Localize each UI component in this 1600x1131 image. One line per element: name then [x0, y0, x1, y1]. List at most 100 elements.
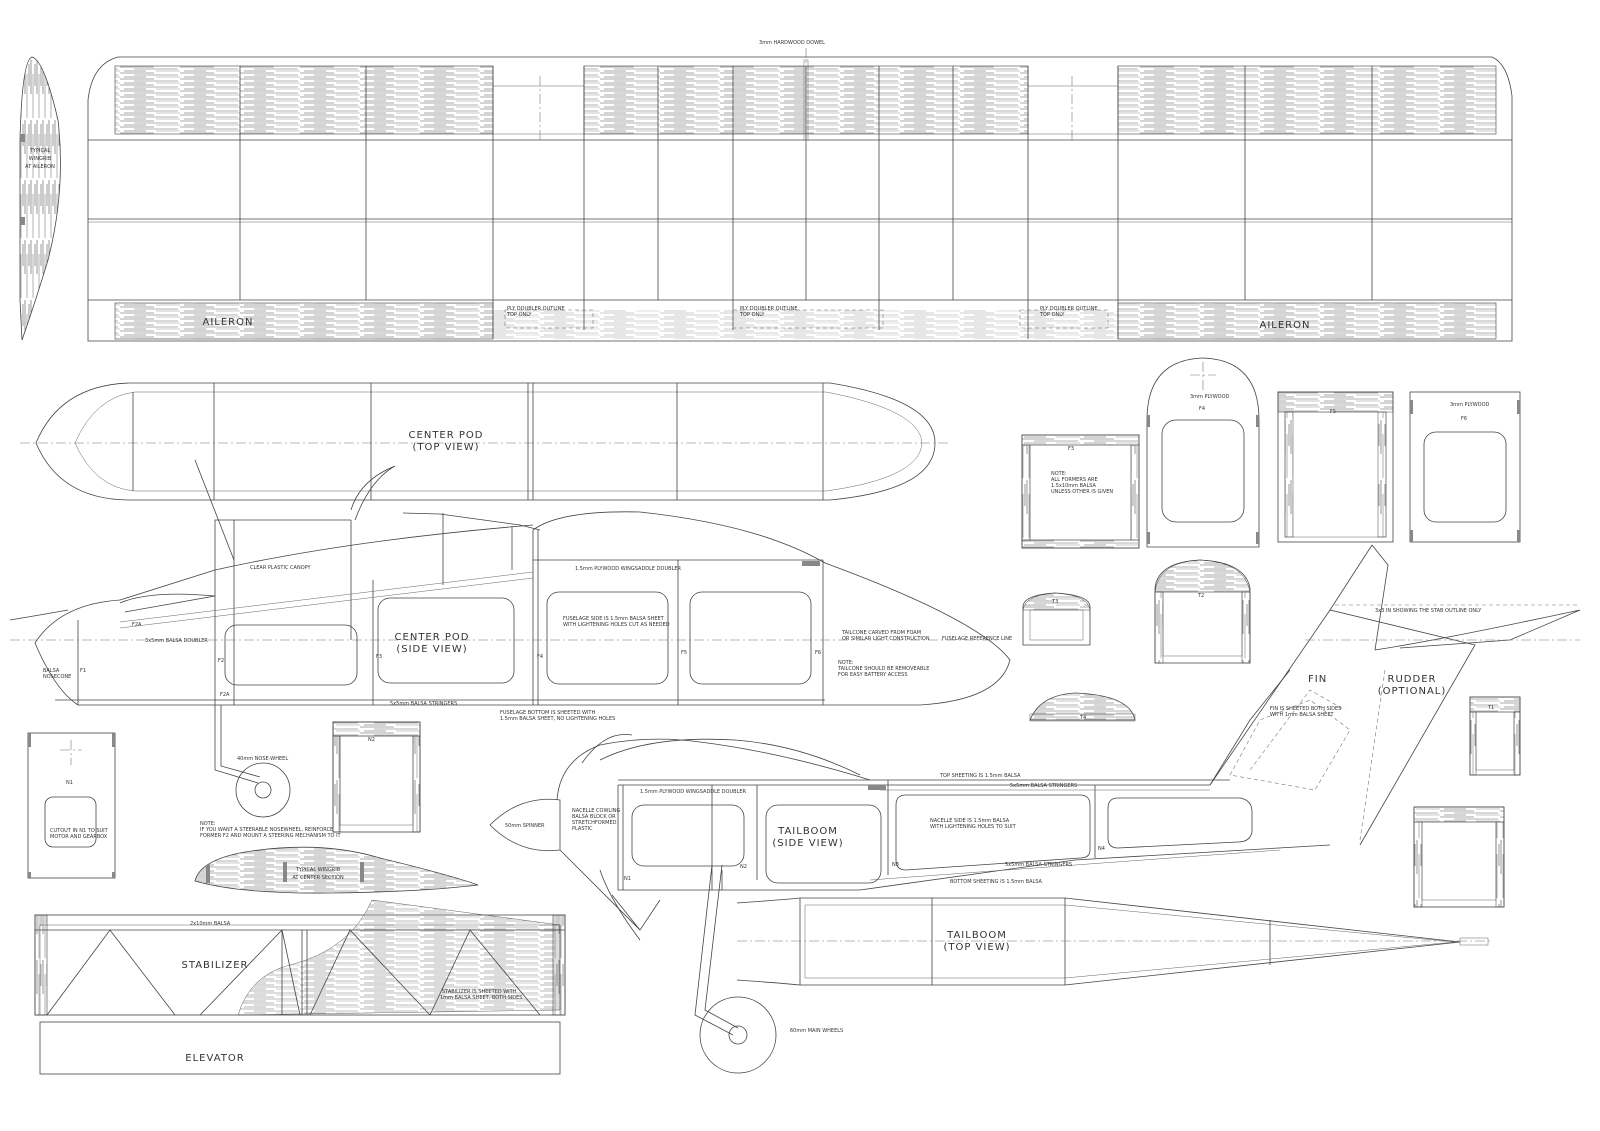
tb-stringer-1: 5x5mm BALSA STRINGERS — [1010, 783, 1077, 789]
stringers-label: 5x5mm BALSA STRINGERS — [390, 701, 457, 707]
nosecone-label-2: NOSECONE — [43, 674, 71, 680]
tailcone-note-2: OR SIMILAR LIGHT CONSTRUCTION — [842, 636, 930, 642]
f5-label: F5 — [1330, 409, 1336, 415]
formers-note-2: ALL FORMERS ARE — [1051, 477, 1098, 483]
tailboom-side-title-1: TAILBOOM — [777, 826, 838, 837]
former-f3: F3 — [376, 654, 382, 660]
tb-stringer-2: 5x5mm BALSA STRINGERS — [1005, 862, 1072, 868]
t2-label: T2 — [1197, 593, 1204, 599]
former-n1: N1 CUTOUT IN N1 TO SUIT MOTOR AND GEARBO… — [27, 732, 116, 879]
nacelle-label-1: NACELLE COWLING — [572, 808, 620, 814]
center-pod-side-view: CLEAR PLASTIC CANOPY 1.5mm PLYWOOD WINGS… — [9, 459, 1012, 722]
tailboom-top-title-2: (TOP VIEW) — [944, 942, 1011, 953]
elevator-label: ELEVATOR — [185, 1053, 244, 1064]
f6-label: F6 — [1461, 416, 1467, 422]
tailboom-side-view: 50mm SPINNER NACELLE COWLING BALSA BLOCK… — [489, 669, 1331, 1074]
aileron-right-label: AILERON — [1260, 320, 1311, 331]
tb-n1: N1 — [624, 876, 631, 882]
t3-label: T3 — [1051, 599, 1058, 605]
formers-note-1: NOTE: — [1051, 471, 1067, 477]
wingrib-center-label-1: TYPICAL WINGRIB — [295, 867, 341, 873]
tb-n4: N4 — [1098, 846, 1105, 852]
fin-note-1: FIN IS SHEETED BOTH SIDES — [1270, 706, 1341, 712]
rudder-label-2: (OPTIONAL) — [1378, 686, 1447, 697]
removable-note-1: NOTE: — [838, 660, 854, 666]
stabilizer-title: STABILIZER — [182, 960, 249, 971]
nose-note-2: IF YOU WANT A STEERABLE NOSEWHEEL, REINF… — [200, 827, 333, 833]
fin-rudder: FIN RUDDER (OPTIONAL) FIN IS SHEETED BOT… — [1209, 544, 1581, 908]
n1-cutout-1: CUTOUT IN N1 TO SUIT — [50, 828, 109, 834]
tb-top-sheeting: TOP SHEETING IS 1.5mm BALSA — [939, 773, 1021, 779]
f4-material: 3mm PLYWOOD — [1190, 394, 1230, 400]
tailboom-side-title-2: (SIDE VIEW) — [772, 838, 843, 849]
former-f6: F6 — [815, 650, 821, 656]
wingrib-aileron-label-2: WINGRIB — [29, 156, 52, 162]
center-pod-top-title-2: (TOP VIEW) — [413, 442, 480, 453]
center-pod-side-title-2: (SIDE VIEW) — [396, 644, 467, 655]
former-f2: F2 — [218, 658, 224, 664]
stabilizer: 2x10mm BALSA STABILIZER STABILIZER IS SH… — [34, 899, 566, 1075]
nacelle-label-2: BALSA BLOCK OR — [572, 814, 616, 820]
wingrib-aileron: TYPICAL WINGRIB AT AILERON — [19, 56, 61, 341]
bottom-note-2: 1.5mm BALSA SHEET, NO LIGHTENING HOLES — [500, 716, 615, 722]
ply-doubler-note-1a: PLY DOUBLER OUTLINE — [507, 306, 564, 312]
ply-doubler-note-2a: PLY DOUBLER OUTLINE — [740, 306, 797, 312]
tb-n3: N3 — [892, 862, 899, 868]
main-wheels-label: 60mm MAIN WHEELS — [790, 1028, 843, 1034]
tb-side-note-2: WITH LIGHTENING HOLES TO SUIT — [930, 824, 1017, 830]
t4-label: T4 — [1079, 715, 1086, 721]
nose-note-3: FORMER F2 AND MOUNT A STEERING MECHANISM… — [200, 833, 342, 839]
center-pod-top-title-1: CENTER POD — [409, 430, 484, 441]
stabilizer-sheet-note-1: STABILIZER IS SHEETED WITH — [442, 989, 517, 995]
dowel-note: 3mm HARDWOOD DOWEL — [759, 40, 825, 46]
wingrib-aileron-label-1: TYPICAL — [29, 148, 51, 154]
former-f2a-bottom: F2A — [220, 692, 230, 698]
former-f4: F4 — [537, 654, 543, 660]
canopy-note: CLEAR PLASTIC CANOPY — [250, 565, 312, 571]
removable-note-2: TAILCONE SHOULD BE REMOVEABLE — [837, 666, 929, 672]
side-note-2: WITH LIGHTENING HOLES CUT AS NEEDED — [563, 622, 670, 628]
t1-label: T1 — [1487, 705, 1494, 711]
bottom-note-1: FUSELAGE BOTTOM IS SHEETED WITH — [500, 710, 595, 716]
nacelle-label-3: STRETCHFORMED — [572, 820, 617, 826]
tailboom-top-view: TAILBOOM (TOP VIEW) — [736, 897, 1490, 986]
wingrib-center-label-2: AT CENTER SECTION — [292, 875, 344, 881]
f3-label: F3 — [1068, 446, 1074, 452]
n1-label: N1 — [66, 780, 73, 786]
spinner-label: 50mm SPINNER — [505, 823, 545, 829]
stabilizer-sheet-note-2: 1mm BALSA SHEET, BOTH SIDES — [440, 995, 522, 1001]
stabilizer-top-note: 2x10mm BALSA — [190, 921, 231, 927]
tb-wingsaddle-note: 1.5mm PLYWOOD WINGSADDLE DOUBLER — [640, 789, 747, 795]
fin-ref-line: 3x3 IN SHOWING THE STAB OUTLINE ONLY — [1375, 608, 1482, 614]
former-n2: N2 — [332, 721, 421, 833]
center-pod-side-title-1: CENTER POD — [395, 632, 470, 643]
ply-doubler-note-1b: TOP ONLY — [506, 312, 532, 318]
formers-note-3: 1.5x10mm BALSA — [1051, 483, 1097, 489]
n1-cutout-2: MOTOR AND GEARBOX — [50, 834, 108, 840]
f6-material: 3mm PLYWOOD — [1450, 402, 1490, 408]
nosecone-label-1: BALSA — [43, 668, 60, 674]
side-note-1: FUSELAGE SIDE IS 1.5mm BALSA SHEET — [563, 616, 665, 622]
ply-doubler-note-3b: TOP ONLY — [1039, 312, 1065, 318]
nose-note-1: NOTE: — [200, 821, 216, 827]
tb-bottom-sheeting: BOTTOM SHEETING IS 1.5mm BALSA — [950, 879, 1043, 885]
tb-side-note-1: NACELLE SIDE IS 1.5mm BALSA — [930, 818, 1010, 824]
tb-n2: N2 — [740, 864, 747, 870]
wingrib-center: TYPICAL WINGRIB AT CENTER SECTION — [194, 846, 479, 894]
ply-doubler-note-2b: TOP ONLY — [739, 312, 765, 318]
former-f5: F5 — [681, 650, 687, 656]
ref-line-label: FUSELAGE REFERENCE LINE — [942, 636, 1012, 642]
tailboom-top-title-1: TAILBOOM — [946, 930, 1007, 941]
formers-group: F3 NOTE: ALL FORMERS ARE 1.5x10mm BALSA … — [1021, 357, 1521, 722]
nose-wheel-label: 40mm NOSE-WHEEL — [237, 756, 288, 762]
removable-note-3: FOR EASY BATTERY ACCESS — [838, 672, 908, 678]
nacelle-label-4: PLASTIC — [572, 826, 593, 832]
center-pod-top-view: CENTER POD (TOP VIEW) — [20, 382, 950, 501]
former-f1: F1 — [80, 668, 86, 674]
wingrib-aileron-label-3: AT AILERON — [25, 164, 55, 170]
ply-doubler-note-3a: PLY DOUBLER OUTLINE — [1040, 306, 1097, 312]
fin-label: FIN — [1308, 674, 1327, 685]
wingsaddle-note: 1.5mm PLYWOOD WINGSADDLE DOUBLER — [575, 566, 682, 572]
n2-label: N2 — [368, 737, 375, 743]
